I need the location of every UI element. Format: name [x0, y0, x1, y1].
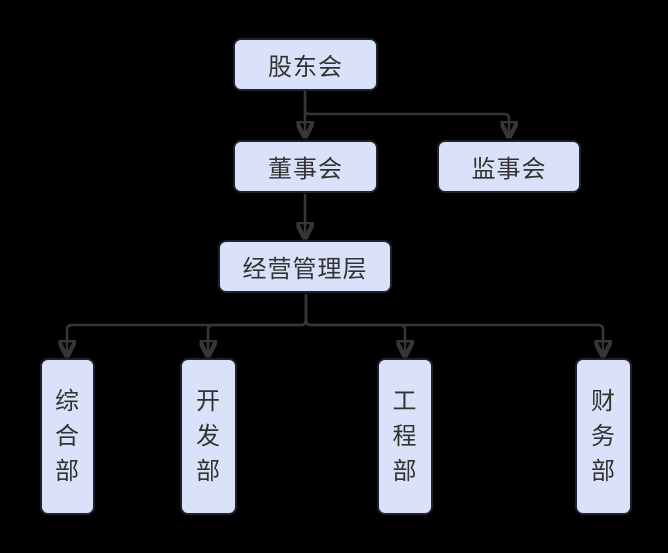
node-label-char: 工 — [392, 388, 418, 415]
node-board-of-directors: 董事会 — [233, 140, 378, 193]
node-label: 董事会 — [268, 156, 343, 183]
node-shareholders-meeting: 股东会 — [233, 38, 378, 91]
edge-shareholders-to-supervisory — [303, 91, 509, 136]
node-development-dept: 开 发 部 — [180, 358, 237, 515]
node-label: 监事会 — [471, 156, 547, 183]
node-label-char: 财 — [591, 388, 616, 415]
node-label-char: 程 — [392, 423, 418, 450]
edge-management-to-finance — [304, 294, 603, 355]
node-label-char: 开 — [196, 388, 221, 415]
node-label-char: 务 — [591, 423, 616, 450]
node-engineering-dept: 工 程 部 — [377, 358, 433, 515]
node-label-char: 部 — [591, 458, 616, 485]
node-label-char: 部 — [55, 458, 80, 485]
node-supervisory-board: 监事会 — [437, 140, 581, 193]
node-label-char: 部 — [196, 458, 221, 485]
node-label-char: 发 — [196, 423, 221, 450]
node-label: 经营管理层 — [242, 256, 368, 283]
node-label-char: 部 — [392, 458, 418, 485]
node-management-layer: 经营管理层 — [218, 240, 392, 293]
node-label-char: 合 — [55, 423, 80, 450]
edge-management-to-development — [208, 294, 308, 355]
node-label: 股东会 — [268, 54, 343, 81]
node-general-dept: 综 合 部 — [40, 358, 95, 515]
node-finance-dept: 财 务 部 — [575, 358, 632, 515]
node-label-char: 综 — [55, 388, 80, 415]
